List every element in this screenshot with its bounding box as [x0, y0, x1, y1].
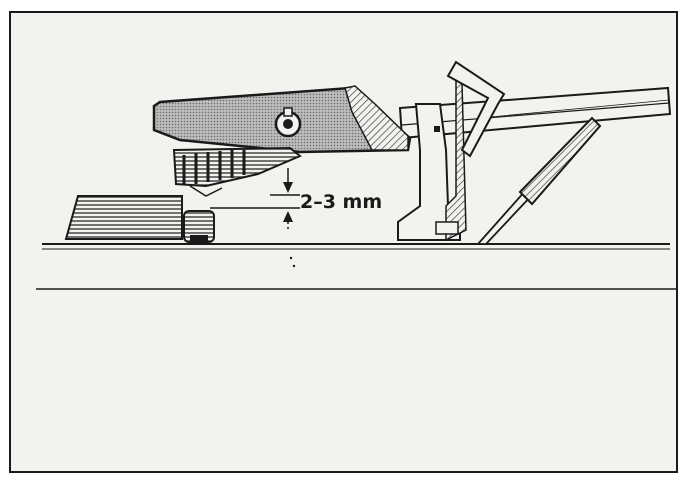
arm-lift-mechanism [397, 60, 506, 242]
turntable-base [42, 243, 670, 250]
cueing-lever [475, 116, 602, 245]
reference-pin [183, 210, 215, 243]
dimension-label: 2–3 mm [300, 191, 382, 213]
tonearm-tube [398, 86, 672, 140]
cartridge-headshell [152, 85, 412, 154]
dimension-indicator [210, 168, 300, 268]
cartridge-body [172, 146, 302, 197]
platter-block [64, 195, 183, 240]
